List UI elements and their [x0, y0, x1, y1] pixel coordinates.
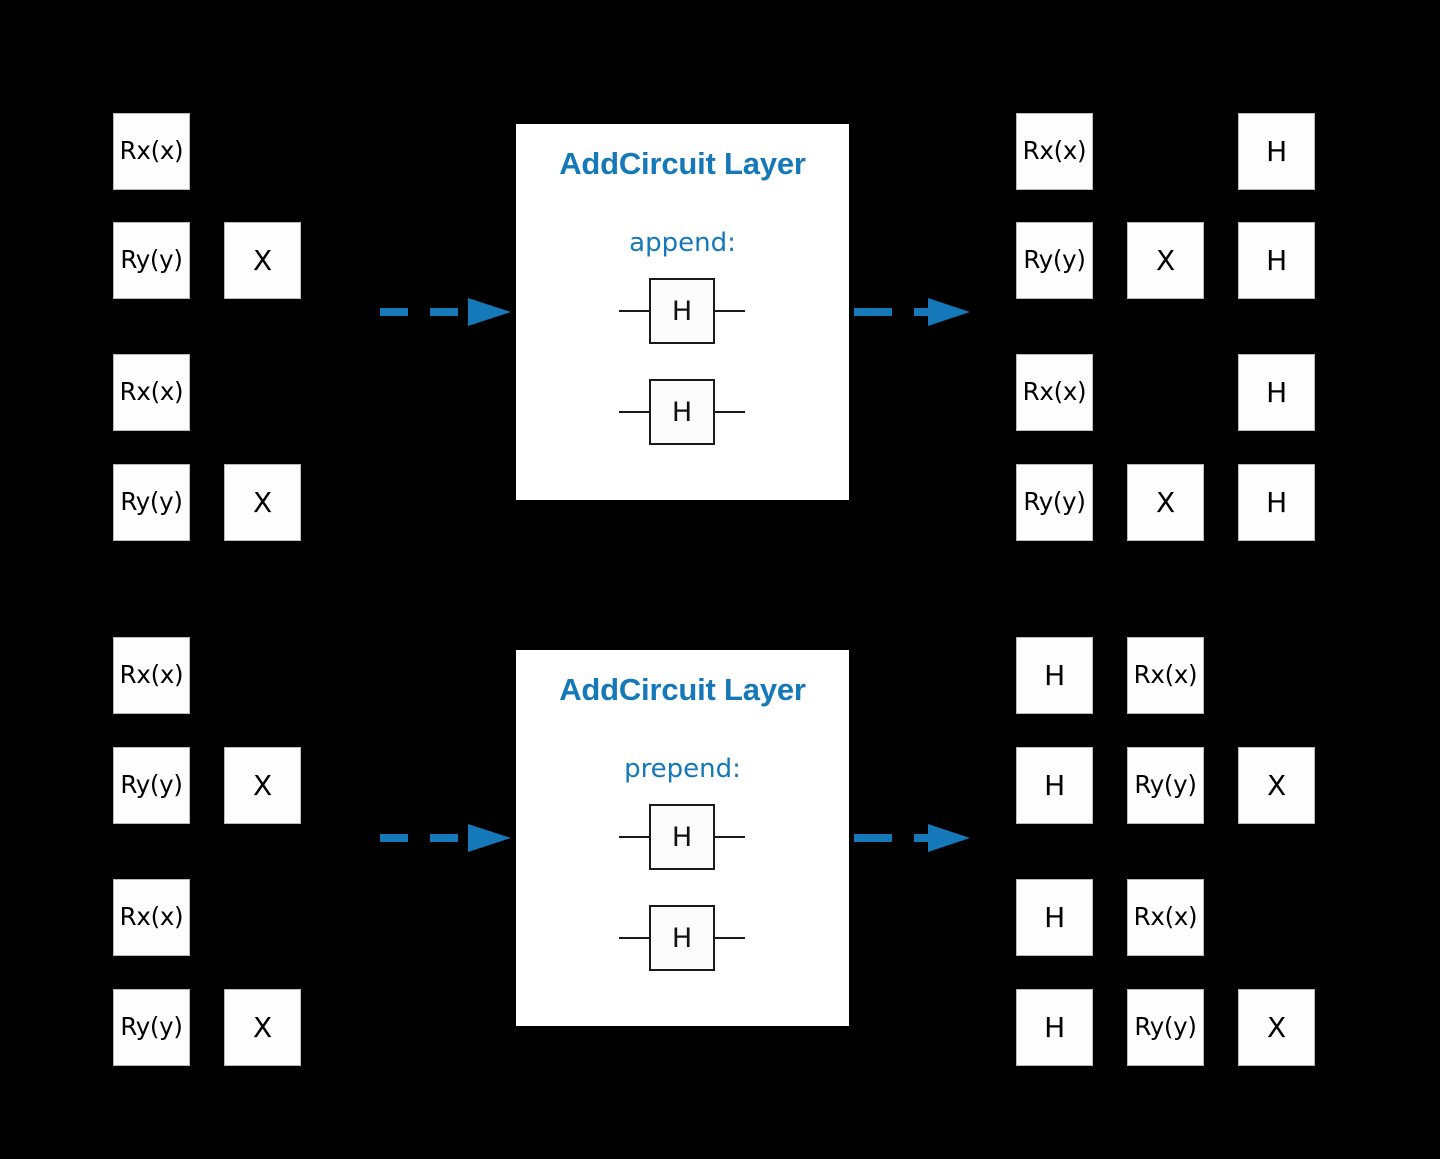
gate-box: X — [224, 989, 301, 1066]
gate-box: Ry(y) — [113, 989, 190, 1066]
gate-box: H — [1016, 879, 1093, 956]
gate-box: Rx(x) — [1127, 637, 1204, 714]
sub-circuit-wire: H — [619, 905, 745, 971]
gate-box: Ry(y) — [113, 747, 190, 824]
gate-box: H — [1016, 747, 1093, 824]
gate-box: H — [1238, 222, 1315, 299]
gate-box: Rx(x) — [1127, 879, 1204, 956]
wire-right — [715, 411, 745, 413]
layer-title: AddCircuit Layer — [559, 146, 806, 181]
sub-circuit-wire: H — [619, 379, 745, 445]
gate-box: H — [1016, 989, 1093, 1066]
gate-box: Rx(x) — [1016, 354, 1093, 431]
addcircuit-layer-append: AddCircuit Layer append: H H — [516, 124, 849, 500]
sub-circuit-wire: H — [619, 804, 745, 870]
gate-box: Rx(x) — [113, 113, 190, 190]
sub-circuit-wire: H — [619, 278, 745, 344]
gate-box: X — [224, 222, 301, 299]
gate-box: X — [1127, 464, 1204, 541]
addcircuit-layer-prepend: AddCircuit Layer prepend: H H — [516, 650, 849, 1026]
dashed-arrow-in-append — [378, 292, 513, 332]
wire-left — [619, 411, 649, 413]
wire-left — [619, 310, 649, 312]
dashed-arrow-out-append — [852, 292, 972, 332]
h-gate-box: H — [649, 278, 715, 344]
h-gate-box: H — [649, 379, 715, 445]
gate-box: Rx(x) — [113, 879, 190, 956]
gate-box: Rx(x) — [113, 637, 190, 714]
gate-box: Ry(y) — [113, 464, 190, 541]
gate-box: H — [1238, 354, 1315, 431]
gate-box: H — [1016, 637, 1093, 714]
dashed-arrow-out-prepend — [852, 818, 972, 858]
gate-box: X — [1238, 989, 1315, 1066]
gate-box: X — [1127, 222, 1204, 299]
gate-box: Ry(y) — [1016, 222, 1093, 299]
layer-title: AddCircuit Layer — [559, 672, 806, 707]
gate-box: X — [224, 464, 301, 541]
gate-box: Ry(y) — [1127, 747, 1204, 824]
gate-box: X — [224, 747, 301, 824]
gate-box: Ry(y) — [1127, 989, 1204, 1066]
dashed-arrow-in-prepend — [378, 818, 513, 858]
gate-box: H — [1238, 113, 1315, 190]
wire-right — [715, 836, 745, 838]
gate-box: Rx(x) — [1016, 113, 1093, 190]
wire-right — [715, 937, 745, 939]
wire-left — [619, 836, 649, 838]
gate-box: H — [1238, 464, 1315, 541]
h-gate-box: H — [649, 905, 715, 971]
wire-left — [619, 937, 649, 939]
gate-box: Rx(x) — [113, 354, 190, 431]
gate-box: X — [1238, 747, 1315, 824]
layer-mode-label: prepend: — [624, 754, 741, 784]
wire-right — [715, 310, 745, 312]
gate-box: Ry(y) — [113, 222, 190, 299]
layer-mode-label: append: — [629, 228, 736, 258]
h-gate-box: H — [649, 804, 715, 870]
gate-box: Ry(y) — [1016, 464, 1093, 541]
